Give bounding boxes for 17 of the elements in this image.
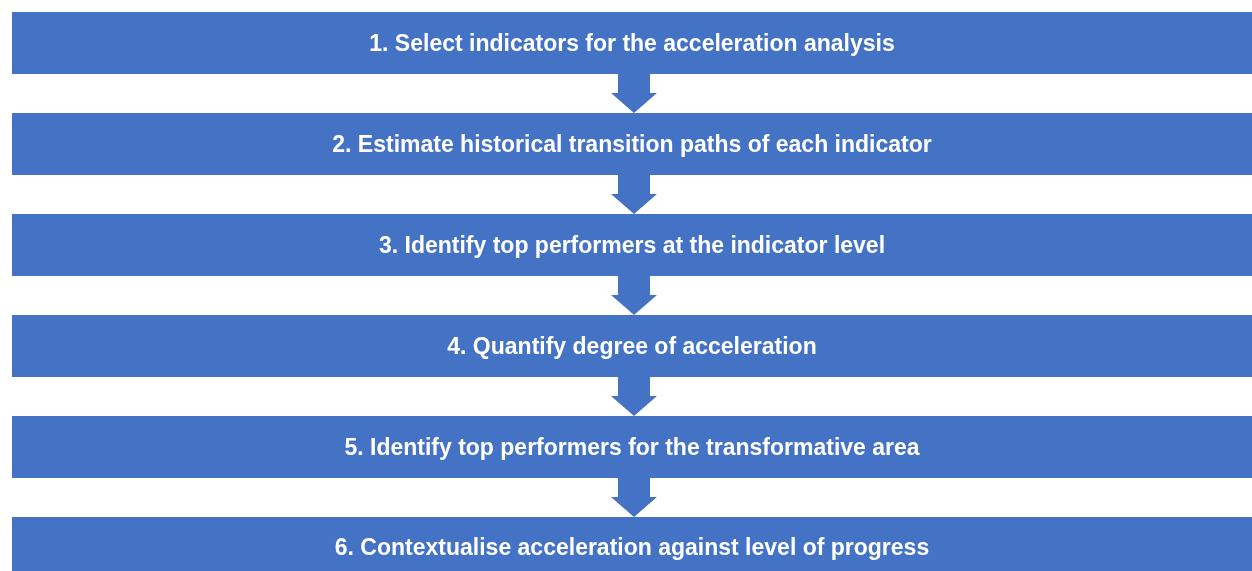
step-label: 5. Identify top performers for the transformative area (344, 433, 920, 461)
step-label: 1. Select indicators for the acceleration analysis (369, 29, 895, 57)
process-box (12, 315, 1252, 377)
step-label: 3. Identify top performers at the indicator level (378, 231, 886, 259)
block-arrow (611, 175, 657, 214)
block-arrow (611, 478, 657, 517)
step-label: 4. Quantify degree of acceleration (447, 332, 817, 360)
process-box (12, 517, 1252, 571)
process-box (12, 113, 1252, 175)
step-label: 6. Contextualise acceleration against level of progress (334, 533, 930, 561)
process-box (12, 214, 1252, 276)
process-box (12, 12, 1252, 74)
block-arrow (611, 74, 657, 113)
step-label: 2. Estimate historical transition paths of each indicator (332, 130, 932, 158)
block-arrow (611, 377, 657, 416)
process-box (12, 416, 1252, 478)
block-arrow (611, 276, 657, 315)
